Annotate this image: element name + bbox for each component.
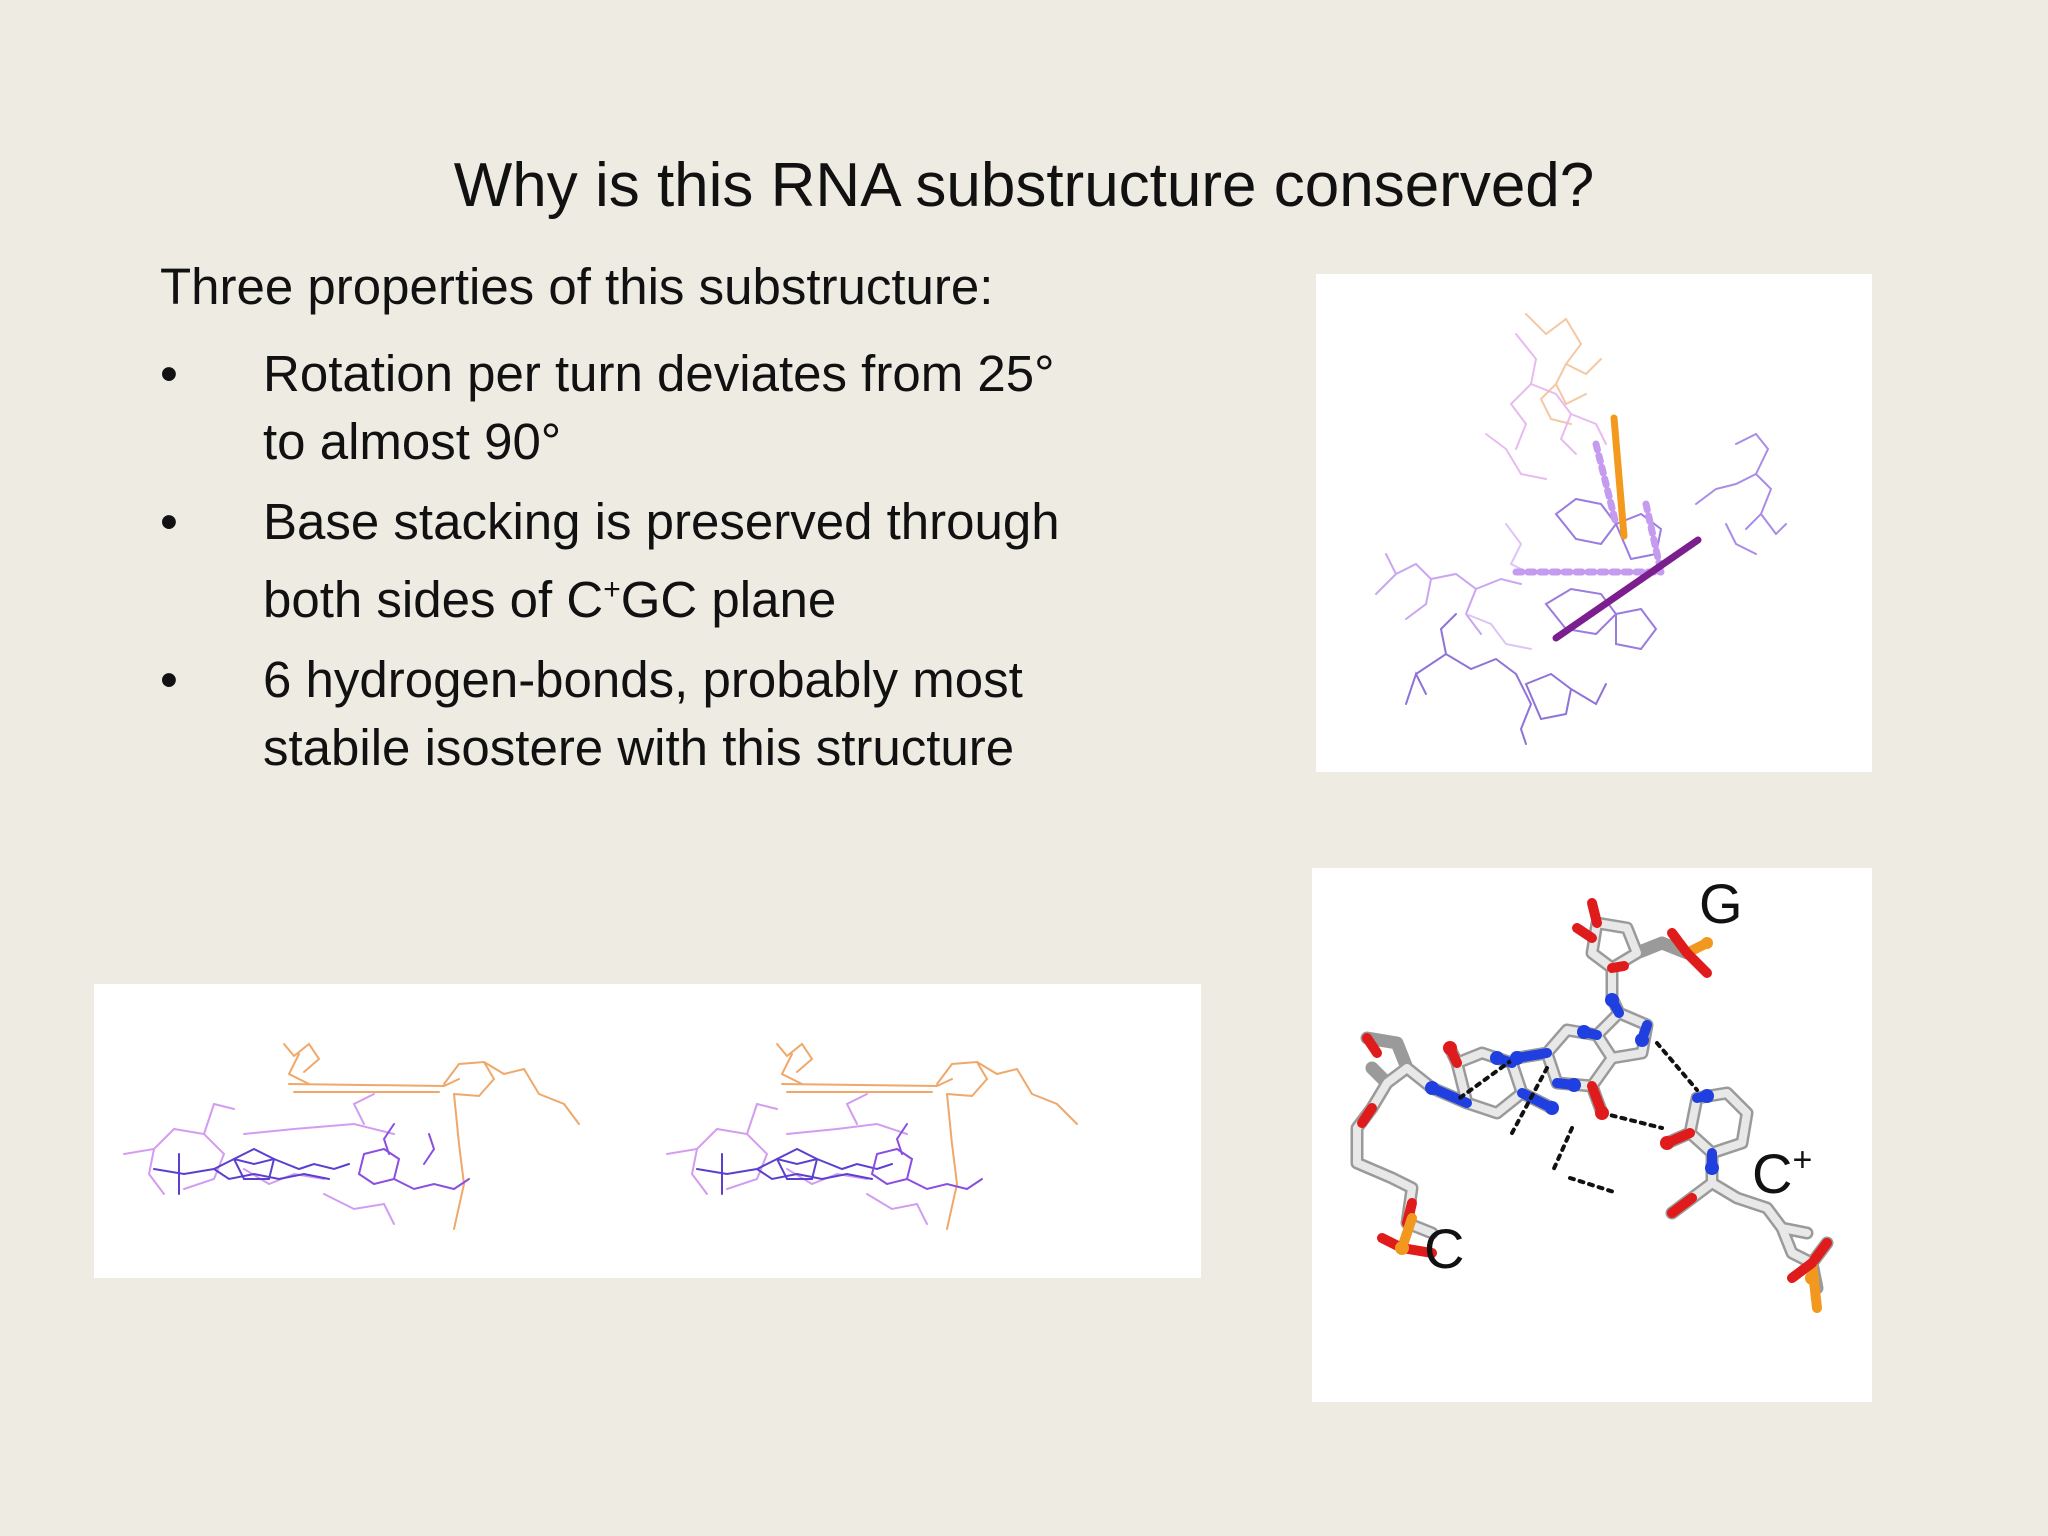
- bullet-line: Rotation per turn deviates from 25°: [263, 345, 1055, 402]
- bullet-line: 6 hydrogen-bonds, probably most: [263, 651, 1023, 708]
- bullet-line: both sides of C+GC plane: [263, 556, 1263, 634]
- wireframe-structure-image: [1316, 274, 1872, 772]
- base-triple-image: G C C+: [1312, 868, 1872, 1402]
- bullet-marker: •: [160, 493, 178, 550]
- bullet-text: both sides of C: [263, 571, 604, 628]
- bullet-rotation: • Rotation per turn deviates from 25° to…: [160, 340, 1263, 476]
- label-g: G: [1699, 872, 1743, 935]
- bullet-text: GC plane: [620, 571, 837, 628]
- superscript-plus: +: [603, 573, 621, 606]
- label-c-plus: C+: [1752, 1141, 1812, 1205]
- intro-text: Three properties of this substructure:: [160, 258, 994, 315]
- bullet-hydrogen-bonds: • 6 hydrogen-bonds, probably most stabil…: [160, 646, 1263, 782]
- bullet-marker: •: [160, 345, 178, 402]
- bullet-line: to almost 90°: [263, 413, 562, 470]
- bullet-line: Base stacking is preserved through: [263, 493, 1060, 550]
- bullet-list: • Rotation per turn deviates from 25° to…: [160, 340, 1263, 794]
- stereo-view-drawing: [123, 1042, 1078, 1230]
- stereo-right: [666, 1042, 1078, 1230]
- wireframe-structure-drawing: [1375, 313, 1787, 745]
- label-c-plus-base: C: [1752, 1142, 1792, 1205]
- bullet-line: stabile isostere with this structure: [263, 719, 1015, 776]
- label-c-plus-sup: +: [1792, 1141, 1812, 1179]
- stereo-view-image: [94, 984, 1201, 1278]
- label-c: C: [1424, 1217, 1464, 1280]
- slide-title: Why is this RNA substructure conserved?: [453, 151, 1595, 220]
- stereo-left: [123, 1042, 580, 1230]
- bullet-marker: •: [160, 651, 178, 708]
- bullet-stacking: • Base stacking is preserved through bot…: [160, 488, 1263, 634]
- base-triple-drawing: G C C+: [1350, 872, 1834, 1313]
